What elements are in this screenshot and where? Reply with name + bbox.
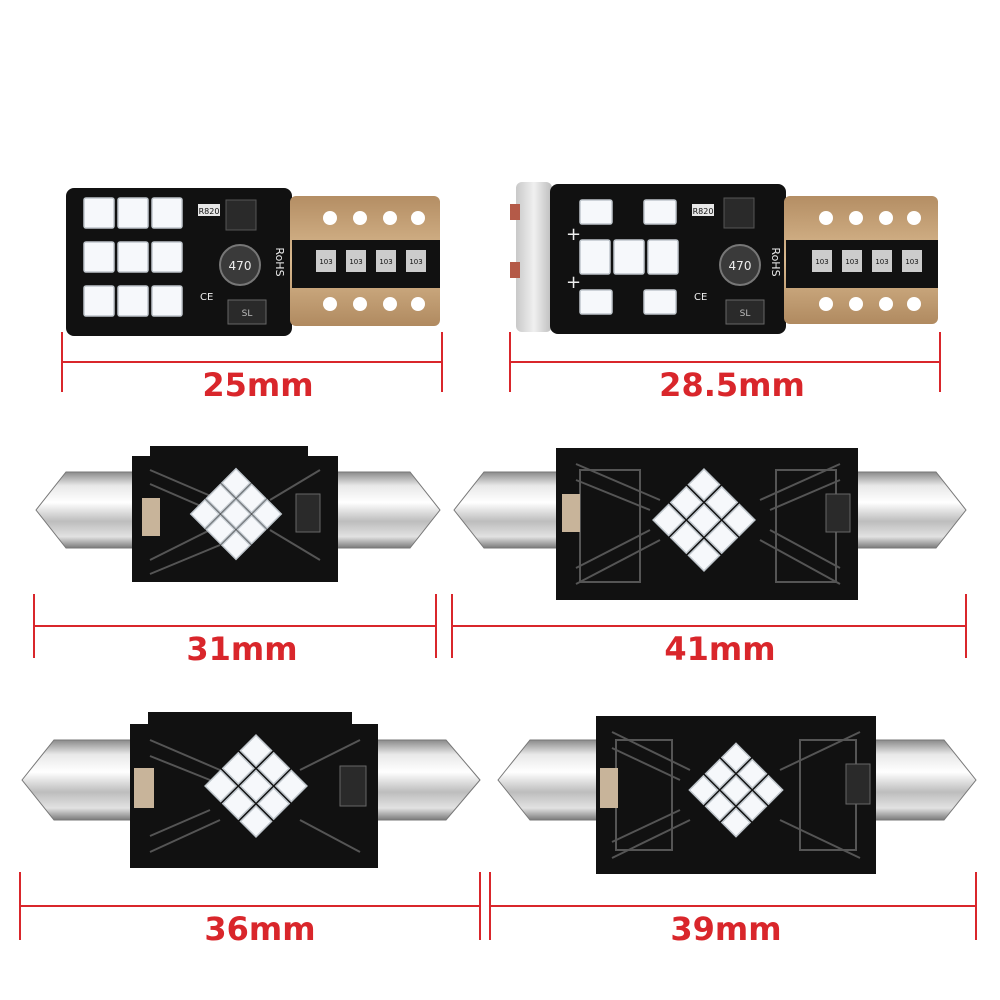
dimension-line-41mm: [451, 594, 967, 658]
size-label-39mm: 39mm: [670, 910, 781, 948]
tab-pad-markings: 103 103 103 103: [812, 250, 922, 272]
size-label-25mm: 25mm: [202, 366, 313, 404]
festoon-39: [497, 716, 977, 874]
dimension-line-25mm: [61, 332, 443, 392]
ce-marking: CE: [694, 292, 707, 303]
dimension-line-31mm: [33, 594, 437, 658]
left-end-cap: [35, 471, 141, 549]
bulb-pad-holes: [323, 211, 425, 311]
size-label-31mm: 31mm: [186, 630, 297, 668]
left-end-cap: [497, 739, 605, 821]
festoon-led-cluster: [652, 468, 756, 572]
tab-pad-markings: 103 103 103 103: [316, 250, 426, 272]
rohs-marking: RoHS: [273, 247, 286, 276]
festoon-led-cluster: [688, 742, 784, 838]
festoon-31: [35, 446, 441, 582]
festoon-36: [21, 712, 481, 868]
svg-text:+: +: [566, 224, 581, 245]
festoon-led-cluster: [189, 467, 283, 561]
resistor-marking: R820: [693, 207, 714, 216]
right-end-cap: [367, 739, 481, 821]
bulb-led-grid: [83, 197, 183, 317]
size-label-41mm: 41mm: [664, 630, 775, 668]
bulb-plastic-base: [516, 182, 552, 332]
svg-text:103: 103: [319, 258, 332, 266]
dimension-line-28-5mm: [509, 332, 941, 392]
size-label-36mm: 36mm: [204, 910, 315, 948]
festoon-41: [453, 448, 967, 600]
dimension-line-36mm: [19, 872, 481, 940]
bulb-inductor: [719, 244, 761, 286]
chip-marking: SL: [242, 309, 253, 319]
svg-text:103: 103: [349, 258, 362, 266]
t10-bulb-28-5: + + R820 470 RoHS CE SL 103 103 103 103: [510, 182, 938, 334]
bulb-pad-holes: [819, 211, 921, 311]
rohs-marking: RoHS: [769, 247, 782, 276]
bulb-chip: [225, 199, 257, 231]
resistor-marking: R820: [199, 207, 220, 216]
bulb-led-grid: [579, 199, 679, 315]
inductor-marking: 470: [729, 259, 752, 273]
ce-marking: CE: [200, 292, 213, 303]
bulb-inductor: [219, 244, 261, 286]
svg-text:+: +: [566, 272, 581, 293]
dimension-line-39mm: [489, 872, 977, 940]
right-end-cap: [867, 739, 977, 821]
inductor-marking: 470: [229, 259, 252, 273]
svg-text:103: 103: [379, 258, 392, 266]
right-end-cap: [329, 471, 441, 549]
t10-bulb-25: R820 470 RoHS CE SL 103 103 103 103: [66, 188, 440, 336]
svg-text:103: 103: [845, 258, 858, 266]
size-label-28-5mm: 28.5mm: [659, 366, 805, 404]
svg-text:103: 103: [875, 258, 888, 266]
svg-text:103: 103: [905, 258, 918, 266]
left-end-cap: [21, 739, 141, 821]
svg-text:103: 103: [815, 258, 828, 266]
left-end-cap: [453, 471, 567, 549]
right-end-cap: [851, 471, 967, 549]
svg-text:103: 103: [409, 258, 422, 266]
chip-marking: SL: [740, 309, 751, 319]
festoon-led-cluster: [204, 734, 308, 838]
